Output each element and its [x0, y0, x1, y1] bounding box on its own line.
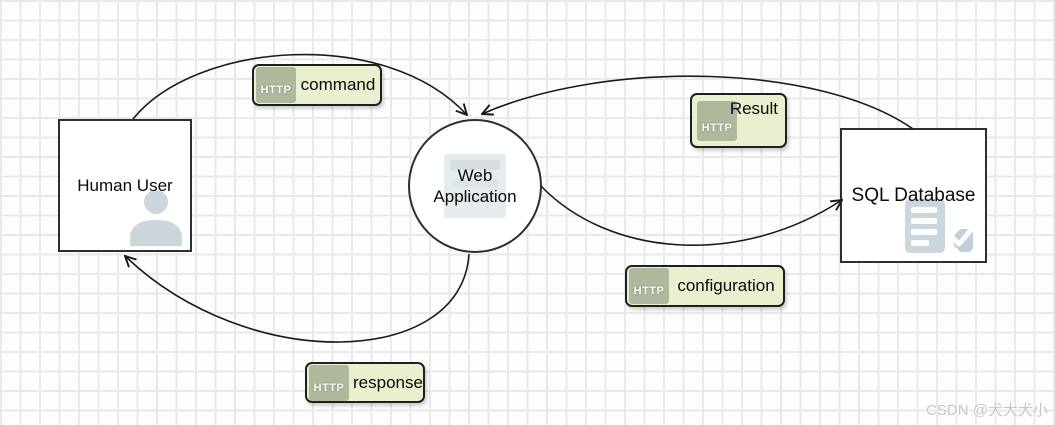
- http-icon: HTTP: [256, 67, 296, 103]
- edge-label-result-text: Result: [729, 99, 778, 118]
- http-icon: HTTP: [309, 364, 349, 401]
- node-sql-database: SQL Database: [840, 128, 987, 263]
- web-app-window-icon-row: [452, 194, 498, 201]
- csdn-watermark: CSDN @犬大犬小: [926, 402, 1048, 419]
- edge-label-result: HTTP Result: [690, 93, 787, 148]
- database-check-icon: [905, 199, 973, 253]
- edge-label-configuration: HTTP configuration: [625, 265, 785, 307]
- edge-response-arrow: [125, 253, 470, 343]
- edge-label-response-text: response: [353, 372, 423, 392]
- node-human-user: Human User: [58, 119, 192, 252]
- node-label-web-application: Web Application: [433, 165, 517, 206]
- edge-configuration-arrow: [540, 185, 842, 246]
- edge-label-configuration-text: configuration: [677, 276, 775, 295]
- node-web-application: Web Application: [408, 119, 542, 253]
- person-icon: [130, 190, 182, 246]
- edge-label-response: HTTP response: [305, 362, 425, 403]
- node-label-sql-database: SQL Database: [851, 184, 976, 206]
- edge-label-command: HTTP command: [252, 64, 382, 106]
- node-label-human-user: Human User: [77, 175, 173, 195]
- http-icon: HTTP: [629, 268, 669, 304]
- edge-label-command-text: command: [300, 75, 376, 94]
- web-app-window-icon-toolbar: [450, 160, 500, 170]
- web-app-window-icon-row: [452, 180, 498, 187]
- web-app-window-icon: [444, 154, 506, 218]
